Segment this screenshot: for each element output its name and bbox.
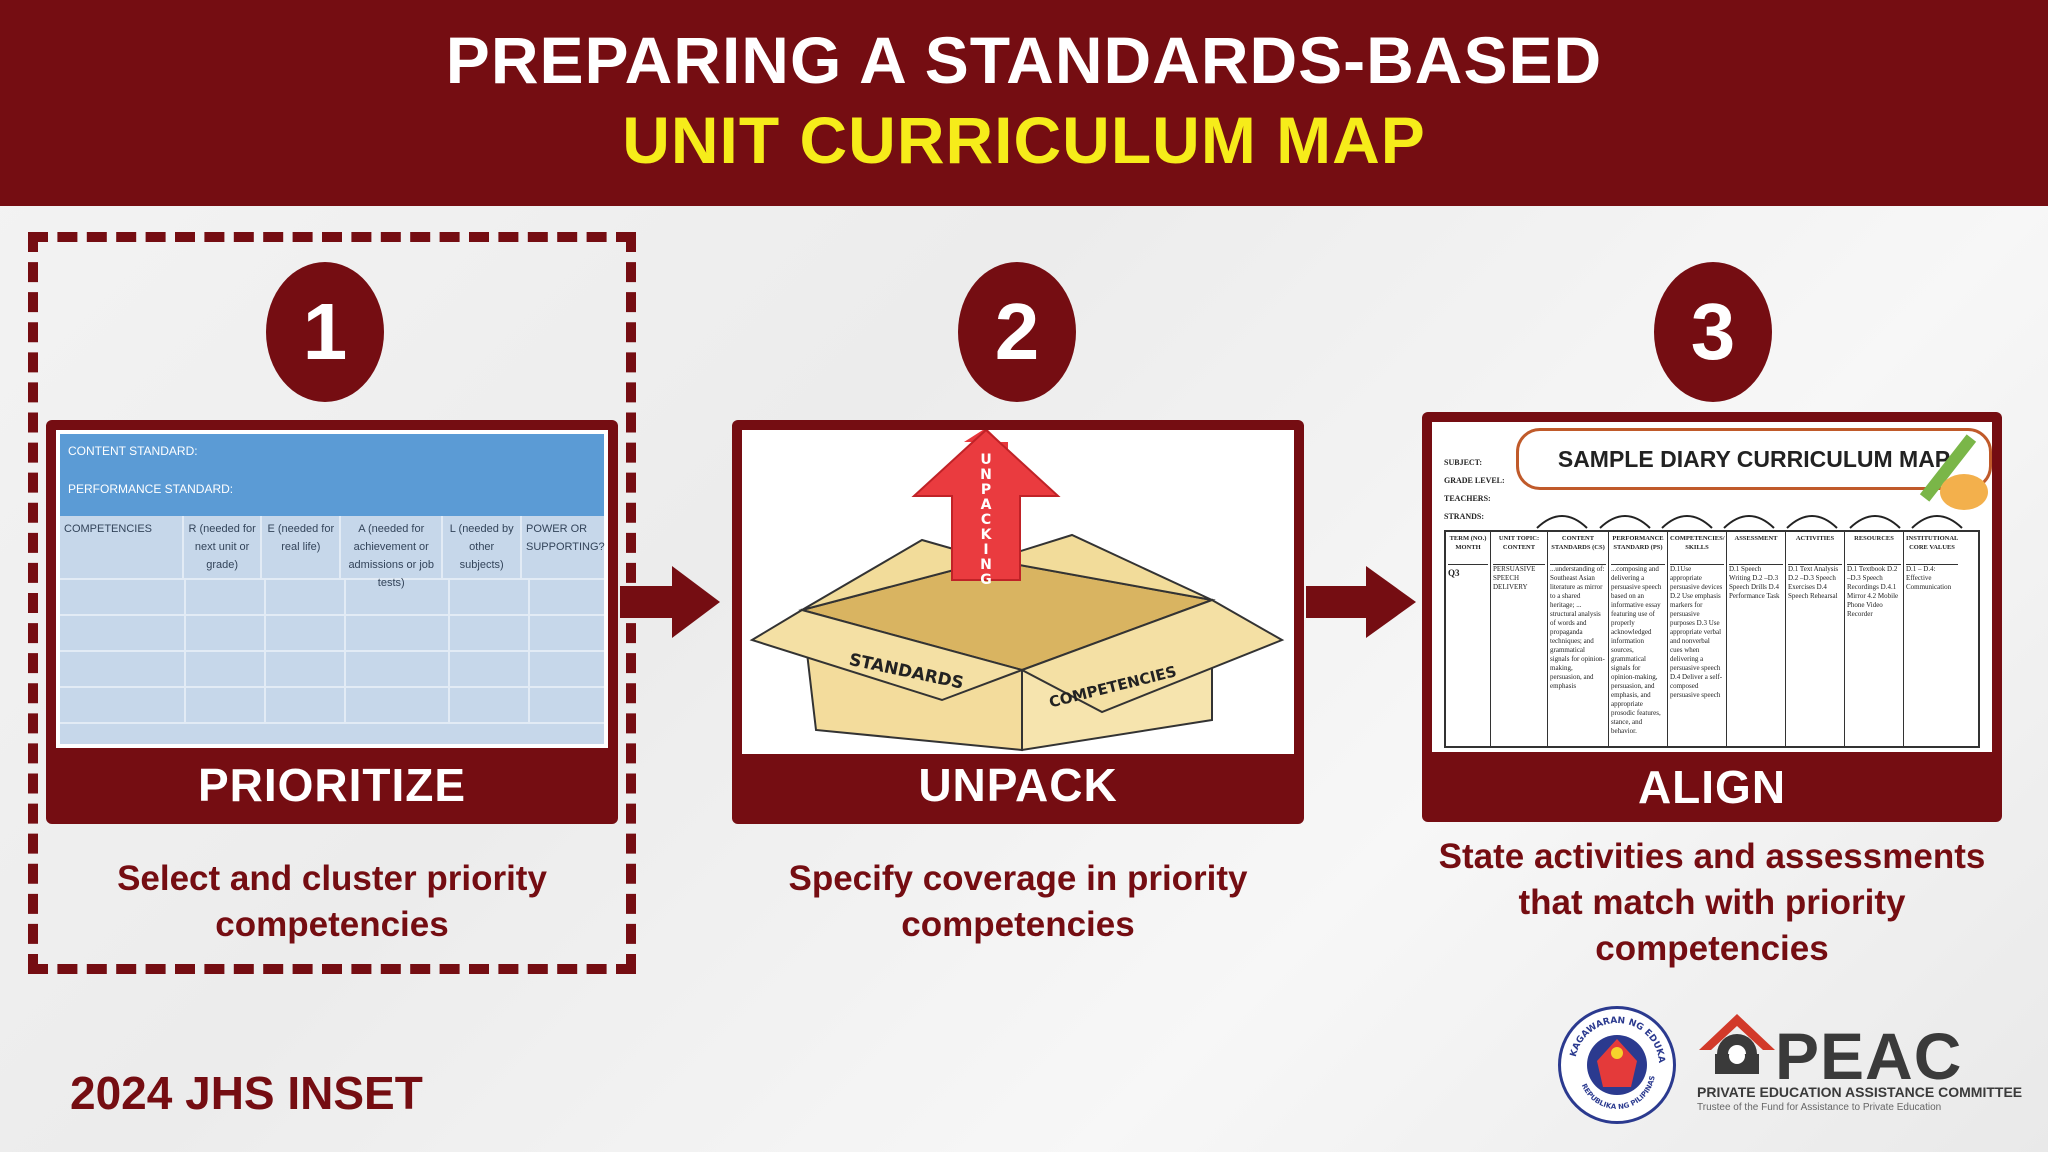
flow-arcs-icon <box>1536 515 1963 529</box>
content-standard-label: CONTENT STANDARD: <box>68 444 198 458</box>
column-header: COMPETENCIES <box>60 516 184 578</box>
meta-strands: STRANDS: <box>1444 512 1485 521</box>
arrow-right-icon <box>620 566 720 638</box>
prioritize-card: CONTENT STANDARD: PERFORMANCE STANDARD: … <box>46 420 618 824</box>
performance-standard-label: PERFORMANCE STANDARD: <box>68 482 234 496</box>
column-header: R (needed for next unit or grade) <box>184 516 263 578</box>
sample-diary-map: SAMPLE DIARY CURRICULUM MAP SUBJECT: GRA… <box>1432 422 1992 752</box>
prioritize-label: PRIORITIZE <box>197 759 467 811</box>
deped-seal-icon: KAGAWARAN NG EDUKASYON REPUBLIKA NG PILI… <box>1557 1002 1666 1111</box>
title-line-2: UNIT CURRICULUM MAP <box>622 103 1426 177</box>
meta-grade-level: GRADE LEVEL: <box>1444 476 1505 485</box>
sample-map-title: SAMPLE DIARY CURRICULUM MAP <box>1516 428 1992 490</box>
unpack-description: Specify coverage in priority competencie… <box>788 859 1248 944</box>
column-header: L (needed by other subjects) <box>443 516 523 578</box>
pencil-hand-icon <box>1919 434 1988 510</box>
column-header: POWER OR SUPPORTING? <box>526 523 605 553</box>
peac-logo-icon <box>1699 1014 1775 1074</box>
peac-tagline: Trustee of the Fund for Assistance to Pr… <box>1697 1102 1942 1113</box>
arrow-right-icon <box>1306 566 1416 638</box>
title-banner: PREPARING A STANDARDS-BASED UNIT CURRICU… <box>0 0 2048 206</box>
meta-teachers: TEACHERS: <box>1444 494 1491 503</box>
step-3-badge: 3 <box>1654 262 1772 402</box>
map-column: PERFORMANCE STANDARD (PS)...composing an… <box>1609 532 1668 746</box>
step-1-badge: 1 <box>266 262 384 402</box>
unpack-label: UNPACK <box>918 759 1118 811</box>
table-row <box>60 688 604 724</box>
title-line-1: PREPARING A STANDARDS-BASED <box>445 23 1603 97</box>
prioritize-table-header: CONTENT STANDARD: PERFORMANCE STANDARD: <box>60 434 604 516</box>
peac-wordmark: PEAC <box>1775 1019 1963 1093</box>
map-column: CONTENT STANDARDS (CS)...understanding o… <box>1548 532 1609 746</box>
peac-full-name: PRIVATE EDUCATION ASSISTANCE COMMITTEE <box>1697 1084 2023 1100</box>
table-row <box>60 616 604 652</box>
prioritize-table-image: CONTENT STANDARD: PERFORMANCE STANDARD: … <box>56 430 608 748</box>
event-label: 2024 JHS INSET <box>70 1067 423 1119</box>
column-header: E (needed for real life) <box>262 516 342 578</box>
sample-diary-map-image: SAMPLE DIARY CURRICULUM MAP SUBJECT: GRA… <box>1432 422 1992 752</box>
deped-seal-logo: KAGAWARAN NG EDUKASYON REPUBLIKA NG PILI… <box>1557 1002 1676 1124</box>
column-header: A (needed for achievement or admissions … <box>341 516 444 589</box>
step-2-badge: 2 <box>958 262 1076 402</box>
table-row <box>60 580 604 616</box>
meta-subject: SUBJECT: <box>1444 458 1483 467</box>
align-card: SAMPLE DIARY CURRICULUM MAP SUBJECT: GRA… <box>1422 412 2002 822</box>
align-description: State activities and assessments that ma… <box>1438 837 1986 968</box>
prioritize-table: CONTENT STANDARD: PERFORMANCE STANDARD: … <box>60 434 605 744</box>
prioritize-description: Select and cluster priority competencies <box>117 859 547 944</box>
align-label: ALIGN <box>1637 761 1787 813</box>
table-row <box>60 652 604 688</box>
prioritize-columns: COMPETENCIES R (needed for next unit or … <box>60 516 605 589</box>
